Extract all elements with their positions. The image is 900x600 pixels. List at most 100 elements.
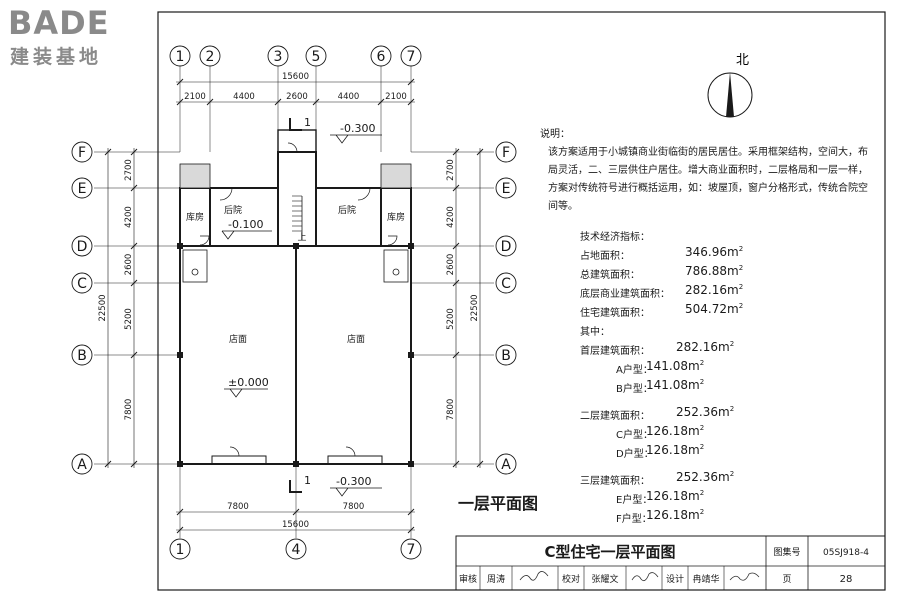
dim-right-chain-label-2: 2600 [446,254,456,276]
section-mark-top [289,118,302,131]
axis-bubble-left-C-label: C [77,276,87,292]
dim-right-chain-tick-5 [452,460,460,468]
axis-bubble-left-D-label: D [77,239,88,255]
stat-c-label: C户型： [616,430,653,441]
column-6 [293,461,299,467]
stat-b-label: B户型： [616,384,653,395]
toilet-left [191,268,199,276]
column-3 [177,352,183,358]
dim-right-chain-tick-1 [452,184,460,192]
axis-bubble-left-B: B [71,344,93,366]
stat-floor2-label: 二层建筑面积： [580,411,650,422]
dim-bottom-chain-label-1: 7800 [343,502,365,512]
room-label-storage-left: 库房 [186,211,204,223]
axis-bubble-right-D-label: D [501,239,512,255]
dim-top-total-label-0: 15600 [282,72,309,82]
check-signature [631,572,659,582]
dim-left-chain-tick-0 [130,148,138,156]
dim-bottom-total-label-0: 15600 [282,520,309,530]
logo-subtitle: 建装基地 [10,46,103,68]
check-name: 张耀文 [591,573,618,585]
level-marker-courtyard [221,230,272,240]
stat-floor3-value: 252.36m2 [676,470,735,484]
wall-entry-porch [277,129,317,153]
wall-planter-left [179,163,211,189]
stat-floor1-label: 首层建筑面积： [580,346,650,357]
axis-bubble-bottom-1-label: 1 [176,542,185,558]
axis-bubble-top-3: 3 [267,45,289,67]
stat-floor2-value: 252.36m2 [676,405,735,419]
design-label: 设计 [666,573,684,585]
dim-top-chain-label-2: 2600 [286,92,308,102]
dim-top-chain-label-0: 2100 [184,92,206,102]
stat-commercial-label: 底层商业建筑面积： [580,289,670,300]
dim-bottom-total: 15600 [176,520,415,534]
dim-top-chain-tick-2 [274,98,282,106]
dim-top-chain-tick-5 [407,98,415,106]
axis-bubble-top-5: 5 [305,45,327,67]
axis-bubble-right-F-circle [495,141,517,163]
design-notes: 说明： 该方案适用于小城镇商业街临街的居民居住。采用框架结构，空间大，布局灵活，… [540,126,870,216]
axis-bubble-left-A-circle [71,453,93,475]
axis-grid [94,66,494,538]
drawing-title: C型住宅一层平面图 [544,543,675,561]
stats-title: 技术经济指标： [580,232,650,243]
dim-left-chain-label-4: 7800 [124,399,134,421]
walls [177,129,414,467]
stat-f-label: F户型： [616,514,652,525]
dim-left-total-tick-1 [104,460,112,468]
axis-bubble-left-C-circle [71,272,93,294]
axis-bubble-left-C: C [71,272,93,294]
axis-bubble-right-A-label: A [501,457,511,473]
wall-stair-core [277,151,317,247]
page-label: 页 [782,574,791,585]
north-pointer [726,72,734,117]
technical-indicators: 技术经济指标： 占地面积：346.96m2 总建筑面积：786.88m2 底层商… [580,226,880,527]
axis-bubble-right-C-circle [495,272,517,294]
toilet-right [392,268,400,276]
dim-top-chain-label-4: 2100 [385,92,407,102]
stat-e-value: 126.18m2 [646,489,705,503]
axis-bubble-top-6-label: 6 [377,49,386,65]
axis-bubble-bottom-1-circle [169,538,191,560]
dim-top-chain-tick-4 [377,98,385,106]
axis-bubble-top-6-circle [370,45,392,67]
axis-bubble-right-A: A [495,453,517,475]
level-marker-ground [224,388,268,398]
axis-bubble-top-7-circle [400,45,422,67]
axis-bubble-top-5-label: 5 [312,49,321,65]
dim-top-chain-label-1: 4400 [233,92,255,102]
axis-bubble-left-B-circle [71,344,93,366]
column-5 [177,461,183,467]
room-label-shop-left: 店面 [229,333,247,345]
axis-bubble-bottom-7-label: 7 [407,542,416,558]
axis-bubble-top-6: 6 [370,45,392,67]
axis-bubble-top-5-circle [305,45,327,67]
room-label-backyard-right: 后院 [338,204,356,216]
door-shop-right [345,446,356,457]
column-1 [293,243,299,249]
dim-top-chain-label-3: 4400 [338,92,360,102]
logo-wordmark: BADE [8,4,110,42]
axis-bubble-left-F-circle [71,141,93,163]
axis-bubble-left-E-label: E [78,181,87,197]
axis-bubble-bottom-4-circle [285,538,307,560]
door-shop-left [229,446,240,457]
design-signature [729,572,760,581]
stat-total-value: 786.88m2 [685,264,744,278]
axis-bubble-left-F-label: F [78,145,86,161]
room-label-shop-right: 店面 [347,333,365,345]
stat-a-label: A户型： [616,365,653,376]
section-mark-bottom [289,480,302,493]
column-0 [177,243,183,249]
north-label: 北 [736,53,749,68]
stat-residential-label: 住宅建筑面积： [580,308,650,319]
dim-left-chain-label-1: 4200 [124,206,134,228]
wall-planter-right [380,163,412,189]
dim-right-chain-tick-0 [452,148,460,156]
dim-right-chain-tick-4 [452,351,460,359]
door-backyard-left [219,187,233,201]
bath-right [383,249,409,283]
